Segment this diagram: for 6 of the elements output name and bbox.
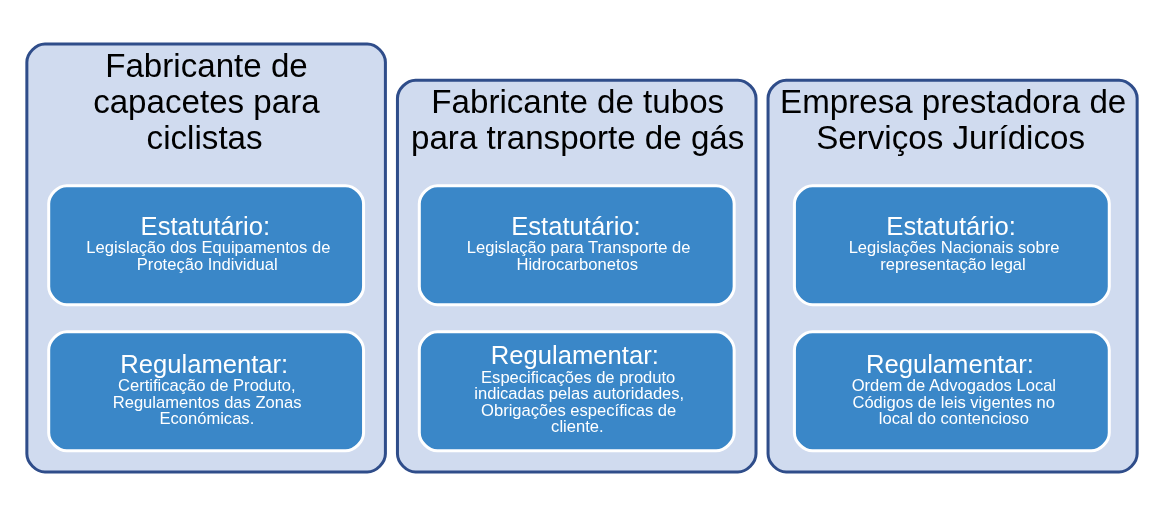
- node-box: Regulamentar: Especificações de produto indicadas pelas autoridades, Obrigações específicas de cliente.: [417, 329, 736, 452]
- node-box: Regulamentar: Certificação de Produto, Regulamentos das Zonas Económicas.: [47, 329, 366, 452]
- node-box: Regulamentar: Ordem de Advogados Local Códigos de leis vigentes no local do contencioso: [792, 329, 1111, 452]
- node-box: Estatutário: Legislação dos Equipamentos de Proteção Individual: [47, 183, 366, 306]
- node-box: Estatutário: Legislações Nacionais sobre representação legal: [792, 183, 1111, 306]
- node-box: Estatutário: Legislação para Transporte de Hidrocarbonetos: [417, 183, 736, 306]
